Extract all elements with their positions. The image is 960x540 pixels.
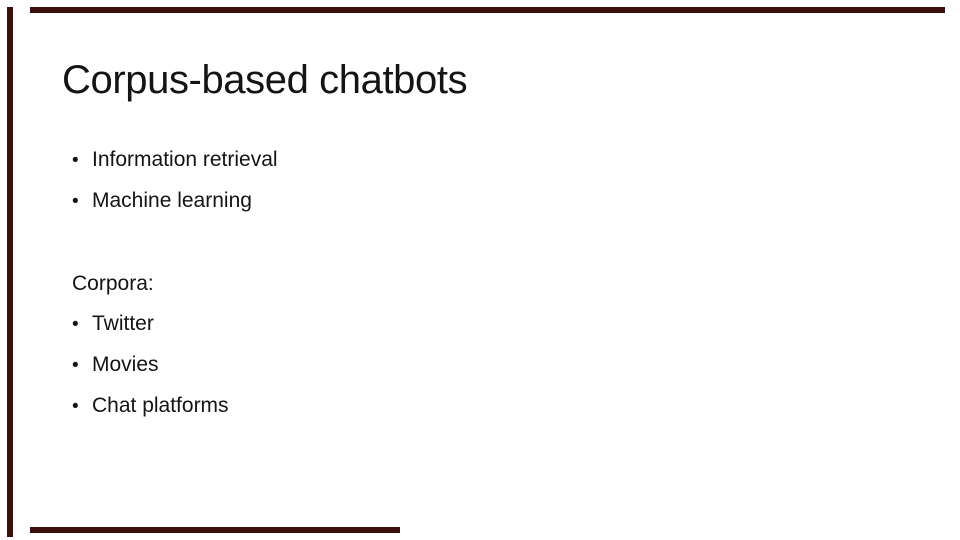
list-item: • Machine learning <box>72 181 278 222</box>
list-item-label: Machine learning <box>92 189 252 212</box>
list-item: • Twitter <box>72 304 229 345</box>
list-item-label: Information retrieval <box>92 148 278 171</box>
bullet-list-approaches: • Information retrieval • Machine learni… <box>72 140 278 222</box>
corpora-heading: Corpora: <box>72 272 154 295</box>
list-item: • Movies <box>72 345 229 386</box>
accent-bar-bottom <box>30 527 400 533</box>
bullet-marker: • <box>72 355 79 376</box>
accent-bar-top <box>30 7 945 13</box>
list-item: • Information retrieval <box>72 140 278 181</box>
list-item-label: Chat platforms <box>92 394 229 417</box>
bullet-marker: • <box>72 191 79 212</box>
bullet-marker: • <box>72 150 79 171</box>
bullet-marker: • <box>72 396 79 417</box>
bullet-marker: • <box>72 314 79 335</box>
slide-title: Corpus-based chatbots <box>62 58 468 102</box>
bullet-list-corpora: Corpora: • Twitter • Movies • Chat platf… <box>72 264 229 427</box>
accent-bar-left <box>7 7 13 537</box>
list-item-label: Movies <box>92 353 159 376</box>
list-item: • Chat platforms <box>72 386 229 427</box>
list-item-label: Twitter <box>92 312 154 335</box>
